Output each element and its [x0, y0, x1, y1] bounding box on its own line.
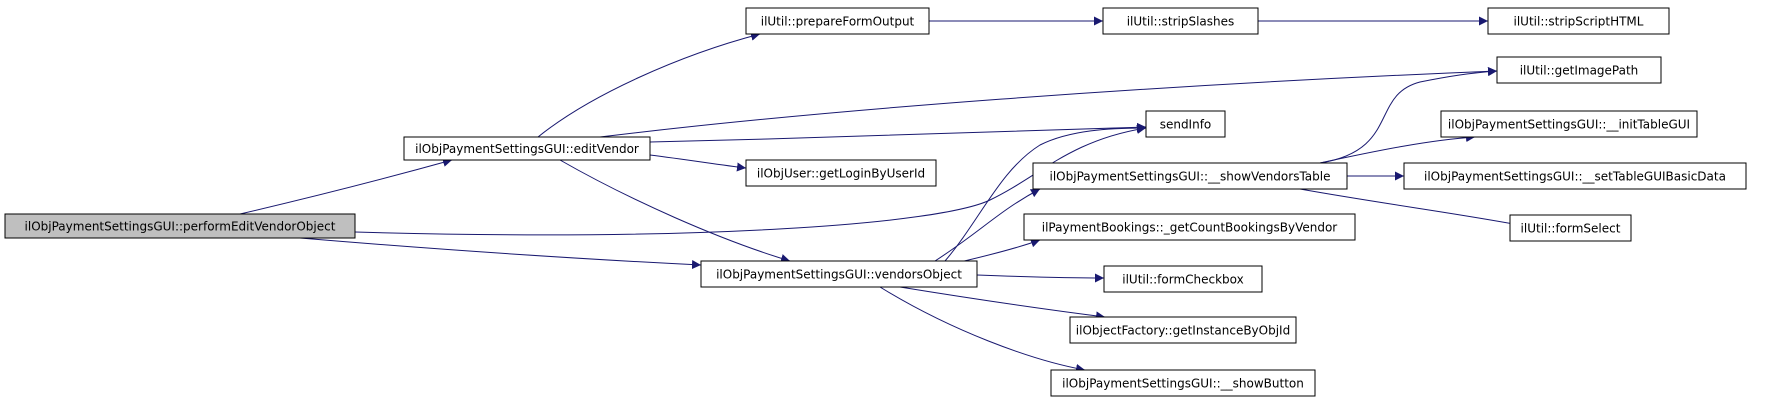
edge-vendorsObject-to-getInstanceByObjId: [899, 286, 1106, 321]
edge-editVendor-to-sendInfo: [649, 122, 1147, 143]
edge-editVendor-to-vendorsObject: [559, 159, 791, 263]
node-label: ilObjPaymentSettingsGUI::__showButton: [1062, 377, 1304, 391]
edge-vendorsObject-to-sendInfo: [944, 123, 1147, 262]
node-label: ilUtil::stripScriptHTML: [1514, 15, 1644, 29]
node-label: ilUtil::getImagePath: [1520, 64, 1639, 78]
node-label: ilObjectFactory::getInstanceByObjId: [1076, 324, 1290, 338]
nodes-layer: ilObjPaymentSettingsGUI::performEditVend…: [4, 7, 1747, 397]
edge-editVendor-to-getLoginByUserId: [649, 154, 747, 172]
node-label: ilUtil::formSelect: [1521, 222, 1621, 236]
node-box: [4, 213, 356, 239]
edge-performEditVendorObject-to-sendInfo: [354, 124, 1147, 236]
node-label: ilObjPaymentSettingsGUI::__initTableGUI: [1448, 118, 1690, 132]
edge-vendorsObject-to-showButton: [879, 286, 1086, 373]
node-label: ilObjPaymentSettingsGUI::performEditVend…: [25, 220, 336, 234]
edges-layer: [239, 16, 1536, 373]
node-vendorsObject[interactable]: ilObjPaymentSettingsGUI::vendorsObject: [700, 260, 978, 288]
node-label: ilObjPaymentSettingsGUI::editVendor: [415, 142, 639, 156]
edge-vendorsObject-to-formCheckbox: [976, 273, 1105, 283]
node-label: ilUtil::prepareFormOutput: [761, 15, 915, 29]
node-stripScriptHTML[interactable]: ilUtil::stripScriptHTML: [1487, 7, 1670, 35]
node-showButton[interactable]: ilObjPaymentSettingsGUI::__showButton: [1050, 369, 1316, 397]
node-box: [1023, 213, 1356, 241]
node-box: [745, 7, 930, 35]
edge-performEditVendorObject-to-vendorsObject: [299, 237, 702, 270]
node-stripSlashes[interactable]: ilUtil::stripSlashes: [1102, 7, 1259, 35]
node-box: [1440, 110, 1698, 138]
node-box: [1487, 7, 1670, 35]
node-box: [745, 159, 937, 187]
node-box: [1496, 56, 1662, 84]
edge-showVendorsTable-to-initTableGUI: [1319, 133, 1476, 164]
edge-vendorsObject-to-getCountBookingsByVendor: [959, 238, 1041, 263]
node-getInstanceByObjId[interactable]: ilObjectFactory::getInstanceByObjId: [1069, 316, 1297, 344]
node-performEditVendorObject[interactable]: ilObjPaymentSettingsGUI::performEditVend…: [4, 213, 356, 239]
node-editVendor[interactable]: ilObjPaymentSettingsGUI::editVendor: [403, 136, 651, 161]
node-showVendorsTable[interactable]: ilObjPaymentSettingsGUI::__showVendorsTa…: [1032, 162, 1348, 190]
edge-showVendorsTable-to-getImagePath: [1319, 67, 1498, 164]
node-box: [403, 136, 651, 161]
node-label: sendInfo: [1160, 118, 1212, 132]
node-label: ilObjPaymentSettingsGUI::__setTableGUIBa…: [1424, 170, 1726, 184]
node-getCountBookingsByVendor[interactable]: ilPaymentBookings::_getCountBookingsByVe…: [1023, 213, 1356, 241]
node-formCheckbox[interactable]: ilUtil::formCheckbox: [1103, 265, 1263, 293]
node-label: ilObjPaymentSettingsGUI::__showVendorsTa…: [1050, 170, 1331, 184]
node-box: [1403, 162, 1747, 190]
node-box: [1103, 265, 1263, 293]
node-box: [1069, 316, 1297, 344]
edge-editVendor-to-prepareFormOutput: [537, 31, 761, 138]
node-label: ilPaymentBookings::_getCountBookingsByVe…: [1042, 221, 1338, 235]
node-getImagePath[interactable]: ilUtil::getImagePath: [1496, 56, 1662, 84]
node-box: [1102, 7, 1259, 35]
node-label: ilUtil::stripSlashes: [1127, 15, 1235, 29]
node-setTableGUIBasicData[interactable]: ilObjPaymentSettingsGUI::__setTableGUIBa…: [1403, 162, 1747, 190]
node-sendInfo[interactable]: sendInfo: [1145, 110, 1226, 138]
node-label: ilUtil::formCheckbox: [1122, 273, 1244, 287]
node-box: [700, 260, 978, 288]
edge-performEditVendorObject-to-editVendor: [239, 158, 453, 215]
node-label: ilObjUser::getLoginByUserId: [757, 167, 925, 181]
node-box: [1050, 369, 1316, 397]
node-getLoginByUserId[interactable]: ilObjUser::getLoginByUserId: [745, 159, 937, 187]
node-box: [1145, 110, 1226, 138]
edge-vendorsObject-to-showVendorsTable: [934, 188, 1041, 262]
node-initTableGUI[interactable]: ilObjPaymentSettingsGUI::__initTableGUI: [1440, 110, 1698, 138]
edge-editVendor-to-getImagePath: [599, 66, 1498, 138]
node-box: [1509, 214, 1632, 242]
node-box: [1032, 162, 1348, 190]
node-label: ilObjPaymentSettingsGUI::vendorsObject: [716, 268, 962, 282]
node-formSelect[interactable]: ilUtil::formSelect: [1509, 214, 1632, 242]
node-prepareFormOutput[interactable]: ilUtil::prepareFormOutput: [745, 7, 930, 35]
